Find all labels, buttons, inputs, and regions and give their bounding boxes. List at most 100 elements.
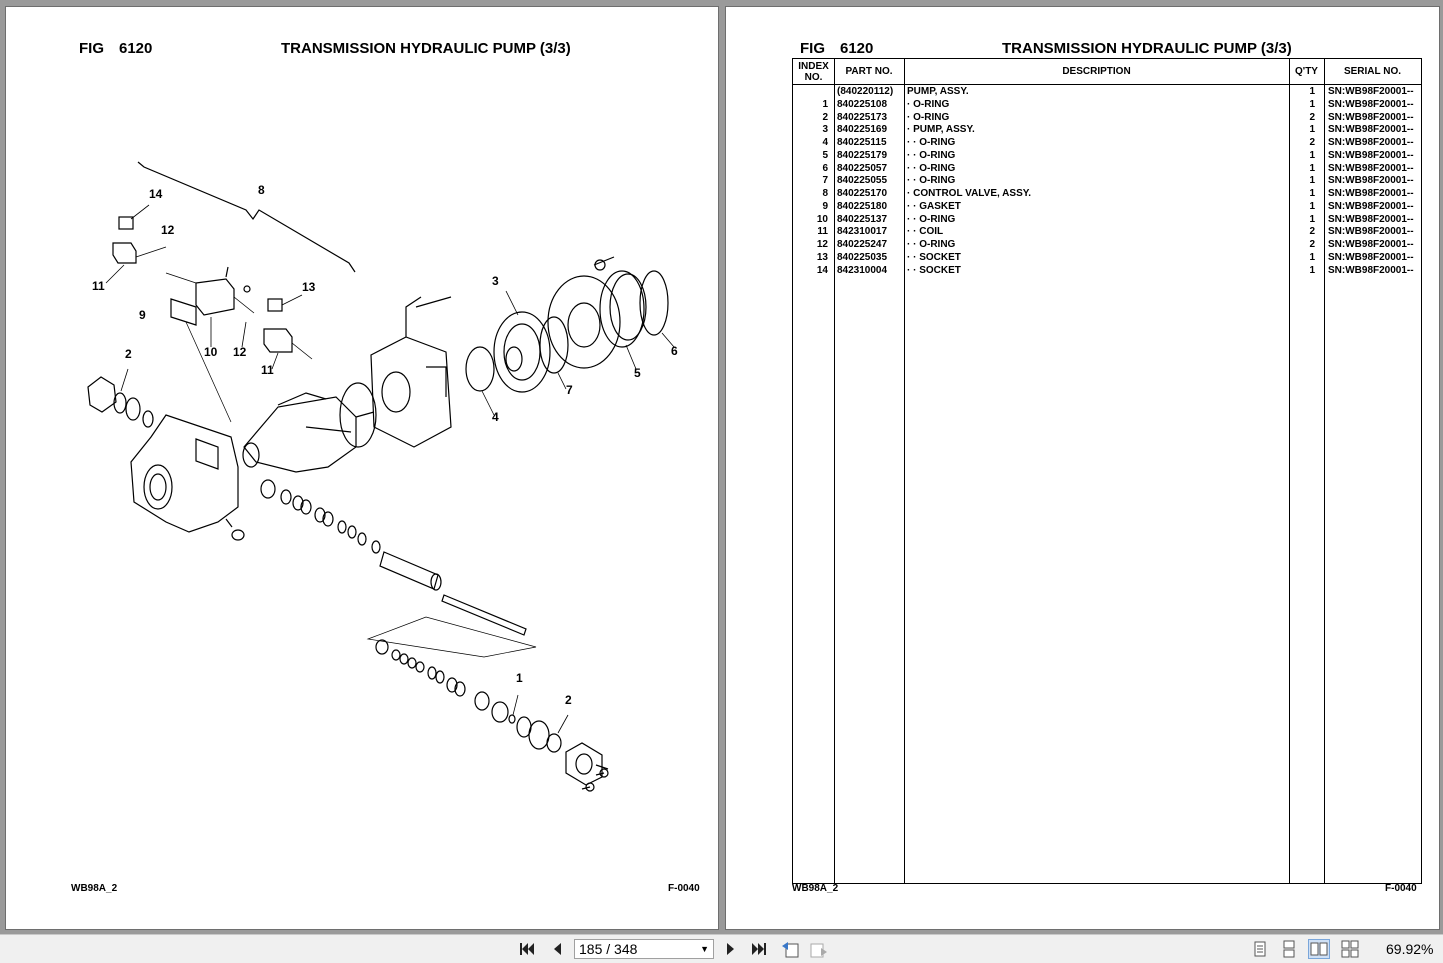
- callout-10: 10: [204, 345, 218, 359]
- chevron-down-icon: ▼: [700, 944, 709, 954]
- continuous-facing-view-button[interactable]: [1339, 939, 1361, 959]
- row-description: · CONTROL VALVE, ASSY.: [907, 188, 1032, 199]
- row-description: · · O-RING: [907, 149, 956, 161]
- row-qty: 1: [1309, 149, 1315, 161]
- row-index: 5: [822, 149, 828, 161]
- previous-view-button[interactable]: [779, 939, 801, 959]
- last-page-icon: [752, 943, 766, 955]
- callout-7: 7: [566, 383, 573, 397]
- row-part-no: 840225179: [837, 149, 888, 161]
- table-row: 4 840225115 · · O-RING 2 SN:WB98F20001--: [793, 137, 1421, 150]
- footer-page-code: F-0040: [1385, 883, 1417, 894]
- row-serial: SN:WB98F20001--: [1328, 137, 1414, 148]
- row-description: · · O-RING: [907, 137, 956, 148]
- fig-label: FIG: [800, 40, 825, 57]
- pdf-navigation-toolbar: 185 / 348 ▼ 69.92%: [0, 934, 1443, 963]
- row-part-no: 840225173: [837, 111, 888, 123]
- callout-14: 14: [149, 187, 163, 201]
- row-serial: SN:WB98F20001--: [1328, 226, 1414, 238]
- first-page-button[interactable]: [516, 939, 538, 959]
- fig-number: 6120: [119, 40, 153, 57]
- row-serial: SN:WB98F20001--: [1328, 86, 1414, 97]
- parts-table: INDEX NO. PART NO. DESCRIPTION Q'TY SERI…: [792, 58, 1422, 884]
- row-index: 9: [822, 200, 828, 212]
- single-page-view-button[interactable]: [1249, 939, 1271, 959]
- footer-model: WB98A_2: [71, 883, 118, 894]
- row-qty: 1: [1309, 175, 1315, 187]
- row-qty: 1: [1309, 162, 1315, 174]
- row-part-no: 840225057: [837, 162, 888, 174]
- callout-8: 8: [258, 183, 265, 197]
- row-serial: SN:WB98F20001--: [1328, 111, 1414, 123]
- row-description: · · O-RING: [907, 162, 956, 174]
- row-index: 8: [822, 188, 828, 199]
- facing-view-button[interactable]: [1308, 939, 1330, 959]
- row-part-no: 840225115: [837, 137, 887, 148]
- row-qty: 1: [1309, 86, 1315, 97]
- row-description: · · GASKET: [907, 200, 961, 212]
- next-view-icon: [810, 943, 827, 958]
- page-title: TRANSMISSION HYDRAULIC PUMP (3/3): [1002, 40, 1292, 57]
- footer-page-code: F-0040: [668, 883, 700, 894]
- row-part-no: 840225247: [837, 239, 888, 250]
- row-part-no: 840225180: [837, 200, 888, 212]
- row-description: · · SOCKET: [907, 264, 961, 276]
- fig-label: FIG: [79, 40, 104, 57]
- right-page: FIG 6120 TRANSMISSION HYDRAULIC PUMP (3/…: [725, 6, 1440, 930]
- table-row: 6 840225057 · · O-RING 1 SN:WB98F20001--: [793, 163, 1421, 176]
- callout-11b: 11: [261, 363, 274, 377]
- next-page-button[interactable]: [720, 939, 742, 959]
- page-title: TRANSMISSION HYDRAULIC PUMP (3/3): [281, 40, 571, 57]
- page-number-select[interactable]: 185 / 348 ▼: [574, 939, 714, 959]
- previous-page-button[interactable]: [546, 939, 568, 959]
- page-number-value: 185 / 348: [579, 941, 638, 957]
- fig-number: 6120: [840, 40, 874, 57]
- row-description: · O-RING: [907, 111, 950, 123]
- zoom-level[interactable]: 69.92%: [1386, 941, 1434, 957]
- row-index: 6: [822, 162, 828, 174]
- row-description: · O-RING: [907, 98, 950, 110]
- row-index: 12: [816, 239, 828, 250]
- row-serial: SN:WB98F20001--: [1328, 162, 1414, 174]
- continuous-view-icon: [1283, 940, 1295, 958]
- row-index: 11: [817, 226, 828, 238]
- row-description: · · O-RING: [907, 175, 956, 187]
- row-qty: 1: [1309, 124, 1315, 136]
- callout-9: 9: [139, 308, 146, 322]
- row-qty: 2: [1309, 111, 1315, 123]
- footer-model: WB98A_2: [792, 883, 839, 894]
- row-qty: 1: [1309, 264, 1315, 276]
- row-qty: 1: [1309, 251, 1315, 263]
- first-page-icon: [520, 943, 534, 955]
- row-serial: SN:WB98F20001--: [1328, 98, 1414, 110]
- row-qty: 2: [1309, 137, 1315, 148]
- callout-4: 4: [492, 410, 499, 424]
- next-view-button[interactable]: [808, 939, 830, 959]
- header-part-no: PART NO.: [845, 66, 893, 77]
- continuous-view-button[interactable]: [1278, 939, 1300, 959]
- row-index: 1: [822, 98, 828, 110]
- row-qty: 1: [1309, 98, 1315, 110]
- callout-2b: 2: [565, 693, 572, 707]
- facing-view-icon: [1310, 942, 1328, 956]
- last-page-button[interactable]: [748, 939, 770, 959]
- row-description: · · O-RING: [907, 239, 956, 250]
- row-serial: SN:WB98F20001--: [1328, 239, 1414, 250]
- row-index: 14: [816, 264, 828, 276]
- row-index: 4: [822, 137, 828, 148]
- row-serial: SN:WB98F20001--: [1328, 251, 1414, 263]
- row-serial: SN:WB98F20001--: [1328, 264, 1414, 276]
- row-serial: SN:WB98F20001--: [1328, 124, 1414, 136]
